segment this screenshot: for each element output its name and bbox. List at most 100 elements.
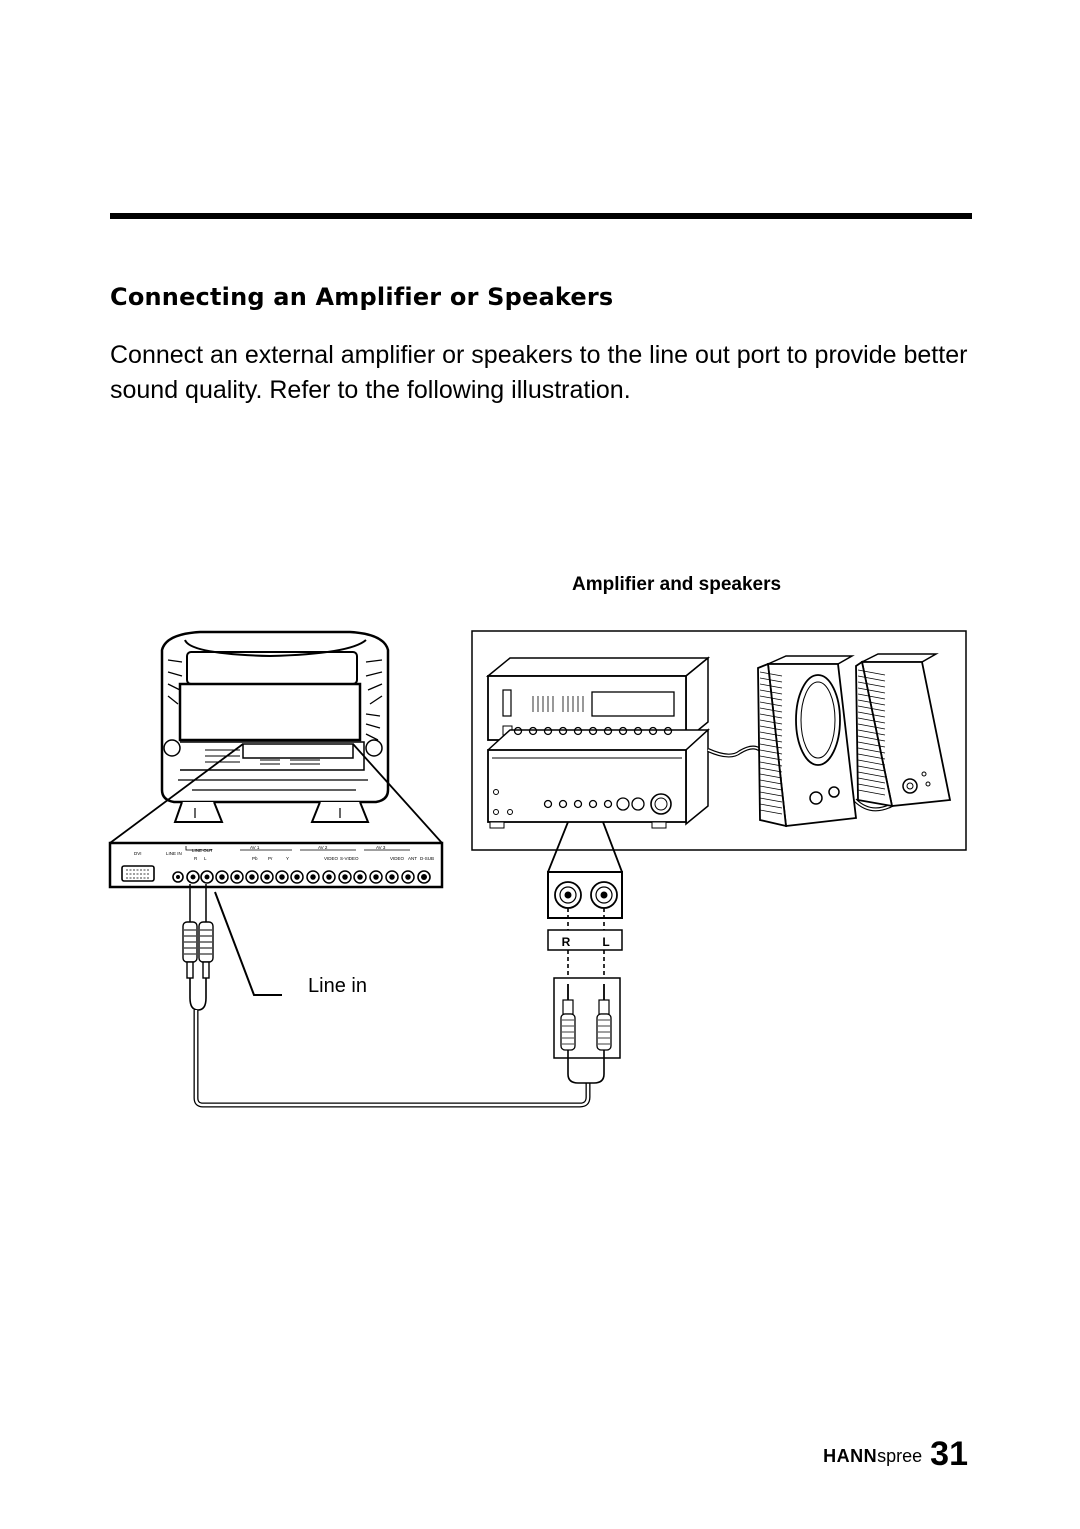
speaker-grill-line <box>857 783 886 790</box>
amp-knob <box>558 726 568 736</box>
speaker-grill-line <box>759 683 783 689</box>
panel-jack-pin <box>342 874 348 880</box>
panel-jack <box>215 870 229 884</box>
tv-connector-panel: DVI LINE IN LINE OUT AV 1 AV 2 AV 3 R L … <box>108 841 444 889</box>
panel-r-label: R <box>194 856 198 861</box>
panel-pb-label: Pb <box>252 856 258 861</box>
speaker-grill-line <box>857 789 886 796</box>
panel-jack <box>260 870 274 884</box>
speaker-grill-line <box>759 797 783 803</box>
speaker-grill-line <box>759 695 783 701</box>
panel-jack-pin <box>294 874 300 880</box>
panel-jack <box>275 870 289 884</box>
panel-av2-label: AV 2 <box>318 845 328 850</box>
amp-knob <box>648 726 658 736</box>
amplifier-stack <box>485 656 711 829</box>
speaker-grill-line <box>759 731 783 737</box>
speaker-grill-line <box>759 749 783 755</box>
speaker-grill-line <box>759 755 783 761</box>
amplifier-input-detail <box>547 871 623 951</box>
amp-right-channel-label: R <box>562 935 571 949</box>
panel-ant-label: ANT <box>408 856 417 861</box>
panel-video-label: VIDEO <box>324 856 339 861</box>
amp-knob <box>603 726 613 736</box>
speaker-grill-line <box>857 669 886 676</box>
amp-left-channel-label: L <box>602 935 609 949</box>
panel-line-out-label: LINE OUT <box>192 848 213 853</box>
panel-jack <box>306 870 320 884</box>
amp-knob <box>528 726 538 736</box>
amp-control <box>631 797 645 811</box>
panel-jack-pin <box>310 874 316 880</box>
amp-knob <box>543 726 553 736</box>
section-heading: Connecting an Amplifier or Speakers <box>110 283 614 311</box>
speaker-grill-line <box>857 693 886 700</box>
speaker-grill-line <box>857 711 886 718</box>
speaker-grill-line <box>857 729 886 736</box>
panel-jack-pin <box>389 874 395 880</box>
panel-y-label: Y <box>286 856 289 861</box>
brand-logo-bold: HANN <box>823 1446 878 1466</box>
panel-dvi-label: DVI <box>134 851 142 856</box>
amplifier-label: Amplifier and speakers <box>572 574 781 595</box>
top-rule <box>110 213 972 219</box>
speaker-grill-line <box>857 759 886 766</box>
panel-av3-label: AV 3 <box>376 845 386 850</box>
amp-control <box>588 799 598 809</box>
panel-svideo-label: S-VIDEO <box>340 856 359 861</box>
speaker-grill-line <box>759 701 783 707</box>
panel-jack <box>230 870 244 884</box>
speaker-grill-line <box>857 681 886 688</box>
section-body: Connect an external amplifier or speaker… <box>110 341 968 404</box>
tv-rear-view <box>160 630 390 823</box>
panel-video3-label: VIDEO <box>390 856 405 861</box>
speaker-grill-line <box>857 705 886 712</box>
panel-jack <box>353 870 367 884</box>
amp-knob <box>663 726 673 736</box>
tv-rca-plugs <box>182 884 214 1011</box>
amp-control <box>543 799 553 809</box>
panel-jack-pin <box>405 874 411 880</box>
speaker-grill-line <box>857 717 886 724</box>
speaker-grill-line <box>857 741 886 748</box>
speaker-grill-line <box>857 735 886 742</box>
speaker-grill-line <box>857 687 886 694</box>
speaker-grill-line <box>857 723 886 730</box>
panel-jack <box>245 870 259 884</box>
panel-l-label: L <box>204 856 207 861</box>
page-footer: HANNspree 31 <box>823 1437 968 1471</box>
speaker-grill-line <box>857 747 886 754</box>
speaker-grill-line <box>759 689 783 695</box>
panel-jack-pin <box>219 874 225 880</box>
page-number: 31 <box>930 1435 968 1473</box>
speaker-grill-line <box>759 791 783 797</box>
panel-jack <box>369 870 383 884</box>
speaker-grill-line <box>759 803 783 809</box>
speaker-grill-line <box>759 809 783 815</box>
speaker-grill-line <box>759 725 783 731</box>
panel-jack-pin <box>234 874 240 880</box>
speaker-grill-line <box>857 777 886 784</box>
speaker-grill-line <box>857 753 886 760</box>
panel-jack <box>385 870 399 884</box>
panel-line-in-label: LINE IN <box>166 851 182 856</box>
brand-logo: HANNspree <box>823 1447 922 1471</box>
panel-jack <box>322 870 336 884</box>
panel-pr-label: Pr <box>268 856 273 861</box>
panel-av1-label: AV 1 <box>250 845 260 850</box>
speaker-grill-line <box>759 737 783 743</box>
speaker-grill-line <box>759 671 783 677</box>
speaker-grill-line <box>759 761 783 767</box>
amp-control <box>558 799 568 809</box>
speaker-pair <box>757 653 952 828</box>
speaker-grill-line <box>759 773 783 779</box>
speaker-grill-line <box>759 719 783 725</box>
amp-knob <box>573 726 583 736</box>
speaker-grill-line <box>759 767 783 773</box>
speaker-grill-line <box>759 707 783 713</box>
panel-jack-pin <box>264 874 270 880</box>
amp-knob <box>633 726 643 736</box>
amplifier-rca-plugs <box>553 977 621 1084</box>
speaker-grill-line <box>857 699 886 706</box>
